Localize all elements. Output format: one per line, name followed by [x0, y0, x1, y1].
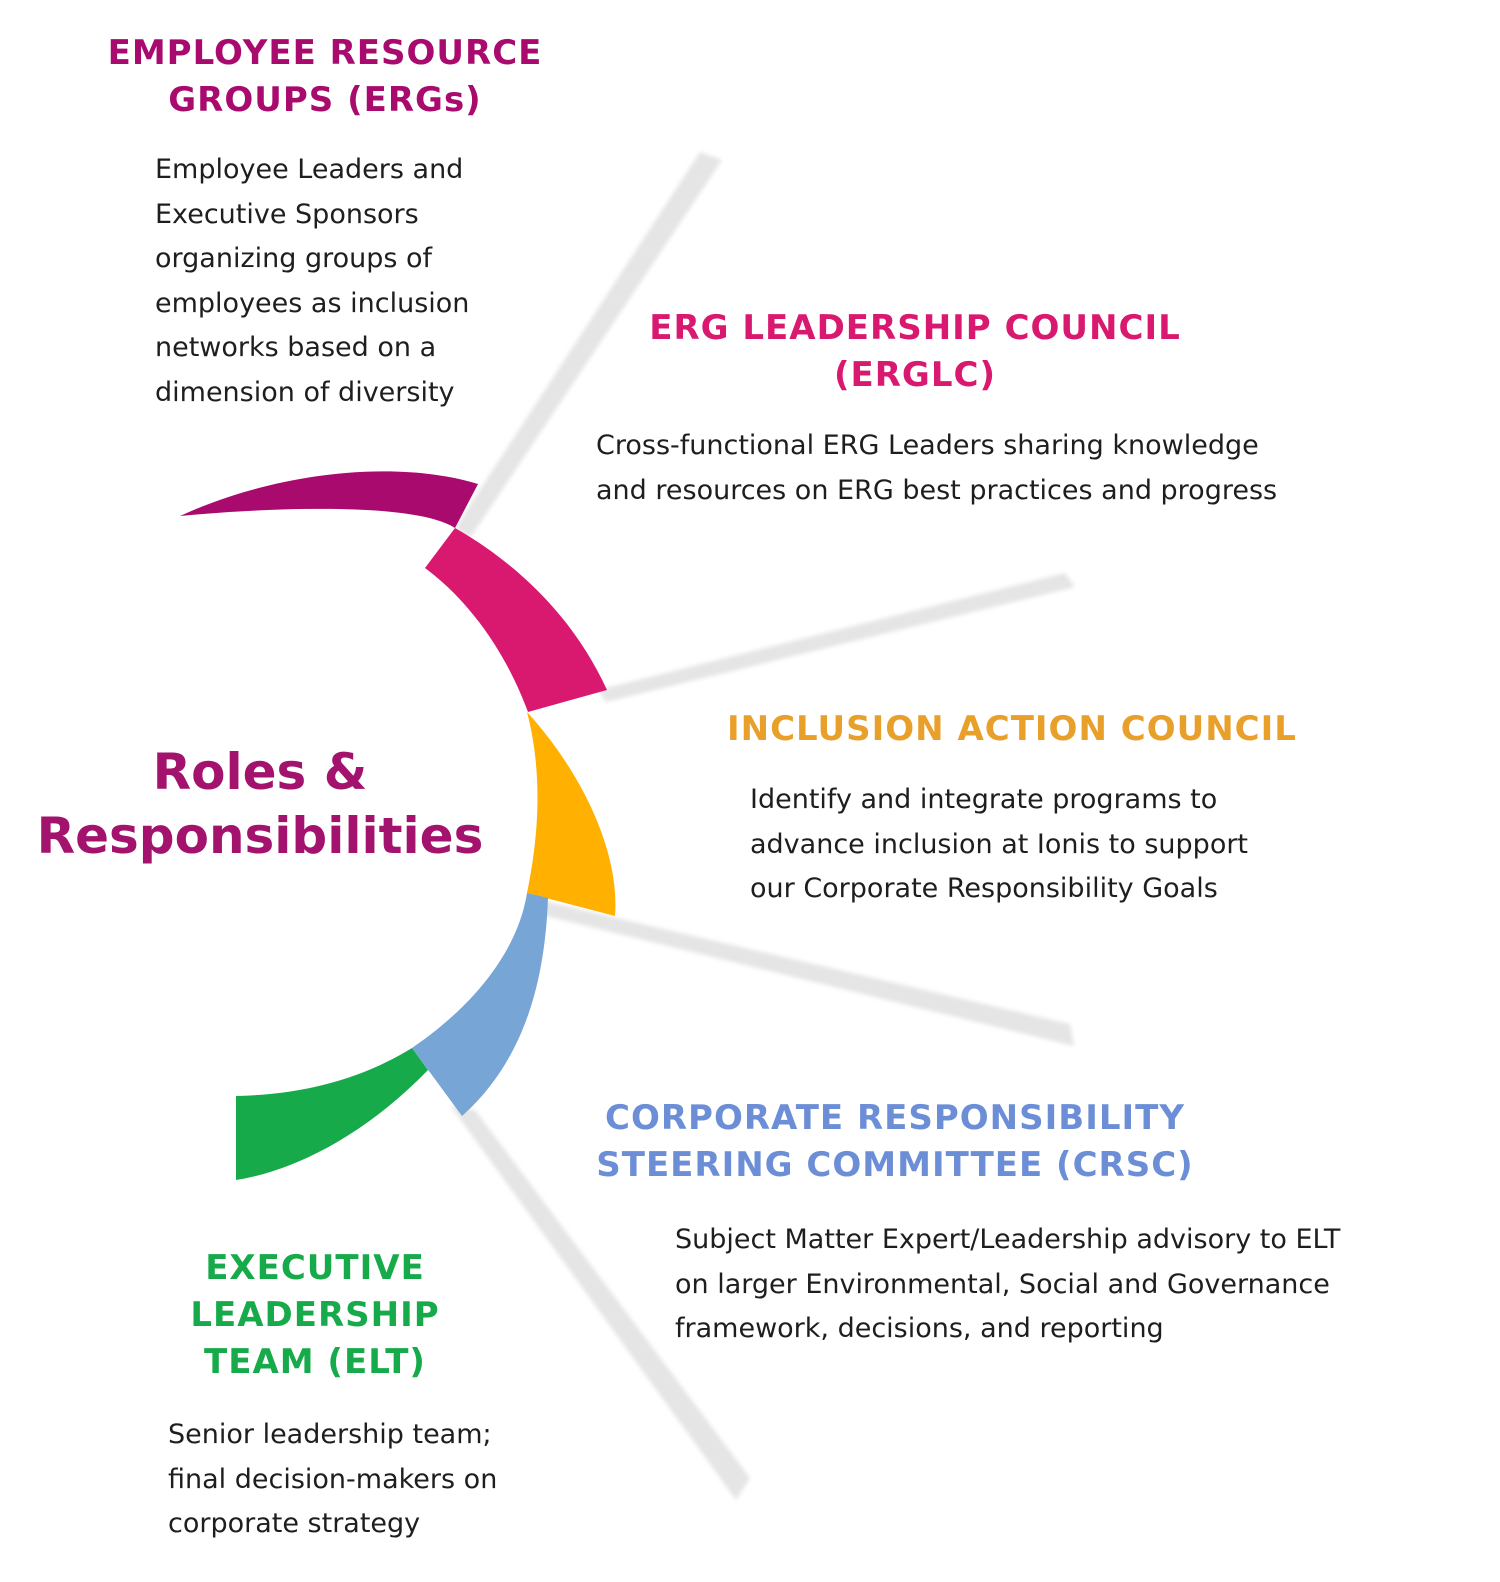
iac-heading: INCLUSION ACTION COUNCIL: [727, 709, 1297, 749]
erglc-block: ERG LEADERSHIP COUNCIL (ERGLC): [600, 305, 1230, 399]
elt-description: Senior leadership team; final decision-m…: [168, 1419, 498, 1539]
crsc-heading: CORPORATE RESPONSIBILITY STEERING COMMIT…: [596, 1098, 1194, 1185]
divider-ray-1: [455, 152, 722, 538]
arc-segment-iac: [527, 712, 616, 916]
crsc-description: Subject Matter Expert/Leadership advisor…: [675, 1224, 1341, 1344]
divider-rays: [450, 152, 1075, 1500]
arc-segment-crsc: [412, 893, 548, 1116]
center-title-line1: Roles &: [152, 743, 368, 801]
erg-heading: EMPLOYEE RESOURCE GROUPS (ERGs): [107, 33, 543, 120]
arc-ring: [180, 471, 616, 1180]
center-title-line2: Responsibilities: [36, 807, 484, 865]
erg-description: Employee Leaders and Executive Sponsors …: [155, 154, 470, 408]
elt-heading: EXECUTIVE LEADERSHIP TEAM (ELT): [190, 1248, 440, 1382]
arc-segment-elt: [236, 1048, 428, 1180]
crsc-description-block: Subject Matter Expert/Leadership advisor…: [675, 1218, 1475, 1352]
divider-ray-3: [540, 900, 1074, 1046]
erglc-description-block: Cross-functional ERG Leaders sharing kno…: [596, 424, 1396, 513]
divider-ray-4: [450, 1105, 750, 1500]
iac-description: Identify and integrate programs to advan…: [750, 784, 1249, 904]
iac-block: INCLUSION ACTION COUNCIL: [727, 706, 1367, 753]
center-title: Roles & Responsibilities: [30, 740, 490, 868]
iac-description-block: Identify and integrate programs to advan…: [750, 778, 1370, 912]
erglc-description: Cross-functional ERG Leaders sharing kno…: [596, 430, 1278, 506]
elt-description-block: Senior leadership team; final decision-m…: [168, 1413, 588, 1547]
arc-segment-erglc: [425, 528, 607, 712]
arc-segment-erg: [180, 471, 478, 528]
elt-block: EXECUTIVE LEADERSHIP TEAM (ELT): [150, 1245, 480, 1386]
divider-ray-2: [598, 573, 1075, 702]
erglc-heading: ERG LEADERSHIP COUNCIL (ERGLC): [649, 308, 1181, 395]
erg-block: EMPLOYEE RESOURCE GROUPS (ERGs): [90, 30, 560, 124]
erg-description-block: Employee Leaders and Executive Sponsors …: [155, 148, 575, 415]
crsc-block: CORPORATE RESPONSIBILITY STEERING COMMIT…: [570, 1095, 1220, 1189]
